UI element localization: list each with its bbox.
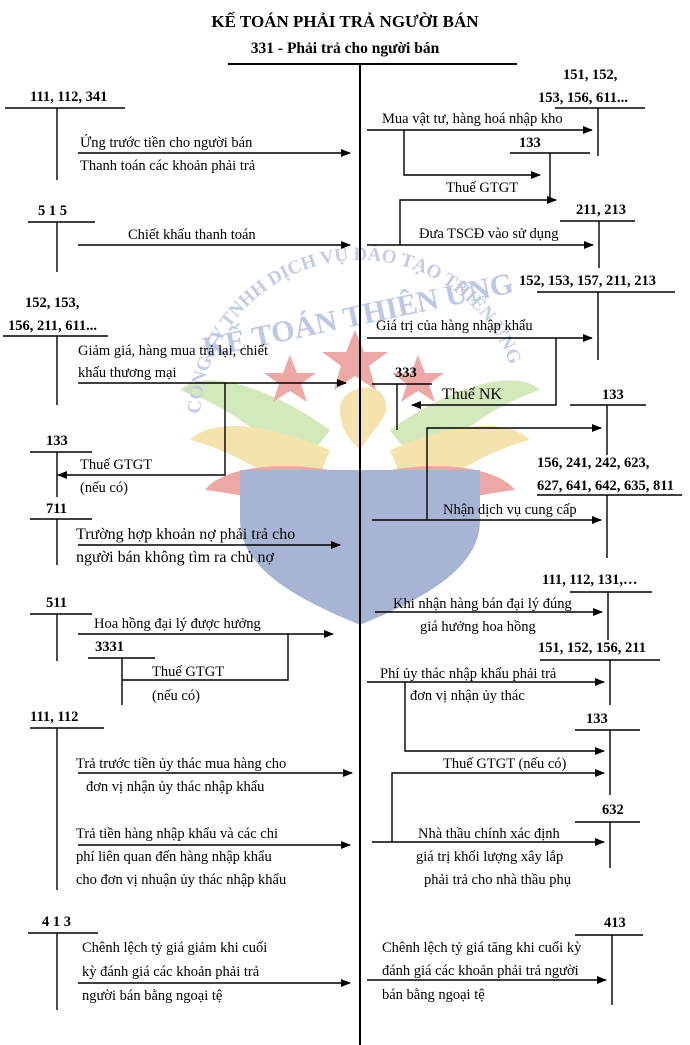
- entry-label: kỳ đánh giá các khoản phải trả: [82, 964, 260, 980]
- entry-label: khấu thương mại: [78, 365, 177, 381]
- entry-label: Mua vật tư, hàng hoá nhập kho: [382, 111, 563, 127]
- left-arrows: [57, 149, 353, 987]
- account-label: 211, 213: [576, 202, 626, 218]
- page-subtitle: 331 - Phải trả cho người bán: [250, 40, 440, 57]
- entry-label: giá trị khối lượng xây lắp: [416, 849, 564, 865]
- entry-label: Thuế GTGT: [152, 664, 225, 680]
- account-label: 511: [46, 595, 67, 611]
- account-label: 133: [586, 711, 608, 727]
- right-arrows: [367, 126, 607, 984]
- account-label: 3331: [95, 639, 124, 655]
- page-title: KẾ TOÁN PHẢI TRẢ NGƯỜI BÁN: [211, 12, 479, 31]
- account-label: 333: [395, 365, 417, 381]
- entry-label: Trả tiền hàng nhập khẩu và các chi: [76, 826, 278, 842]
- entry-label: phải trả cho nhà thầu phụ: [424, 872, 571, 888]
- entry-label: Giảm giá, hàng mua trả lại, chiết: [78, 343, 269, 359]
- account-label: 413: [604, 915, 626, 931]
- entry-label: giá hưởng hoa hồng: [420, 619, 536, 635]
- entry-label: Ứng trước tiền cho người bán: [80, 135, 253, 151]
- account-label: 627, 641, 642, 635, 811: [537, 478, 674, 494]
- account-label: 156, 241, 242, 623,: [537, 455, 650, 471]
- account-label: 152, 153, 157, 211, 213: [519, 273, 656, 289]
- entry-label: Khi nhận hàng bán đại lý đúng: [393, 596, 572, 612]
- entry-label: Giá trị của hàng nhập khẩu: [376, 318, 533, 334]
- entry-label: Hoa hồng đại lý được hưởng: [94, 616, 261, 632]
- entry-label: Trường hợp khoản nợ phải trả cho: [76, 526, 296, 543]
- entry-label: Nhà thầu chính xác định: [418, 826, 560, 842]
- account-label: 133: [602, 387, 624, 403]
- account-label: 156, 211, 611...: [8, 318, 98, 334]
- account-label: 151, 152, 156, 211: [538, 640, 646, 656]
- star-icon: [392, 355, 444, 402]
- entry-label: Thuế GTGT: [446, 180, 519, 196]
- entry-label: Thuế NK: [442, 386, 502, 403]
- entry-label: Nhận dịch vụ cung cấp: [443, 502, 577, 518]
- account-label: 632: [602, 802, 624, 818]
- entry-label: Đưa TSCĐ vào sử dụng: [419, 226, 559, 242]
- account-label: 151, 152,: [563, 67, 618, 83]
- account-label: 133: [519, 135, 541, 151]
- account-label: 111, 112, 131,…: [542, 572, 638, 588]
- account-label: 153, 156, 611...: [538, 90, 628, 106]
- account-label: 711: [46, 501, 67, 517]
- entry-label: Chiết khấu thanh toán: [128, 227, 256, 243]
- star-icon: [264, 355, 316, 402]
- entry-label: người bán không tìm ra chủ nợ: [76, 549, 275, 566]
- entry-label: người bán bằng ngoại tệ: [82, 988, 223, 1004]
- account-label: 152, 153,: [25, 295, 80, 311]
- entry-label: đơn vị nhận ủy thác nhập khẩu: [86, 779, 265, 795]
- account-label: 4 1 3: [42, 914, 71, 930]
- wing-left-icon: [180, 380, 330, 520]
- entry-label: đơn vị nhận ủy thác: [410, 688, 525, 704]
- account-label: 111, 112, 341: [30, 89, 108, 105]
- right-t-accounts: [372, 107, 682, 1005]
- entry-label: Trả trước tiền ủy thác mua hàng cho: [76, 756, 287, 772]
- entry-label: (nếu có): [80, 480, 128, 496]
- eagle-icon: [340, 387, 387, 450]
- entry-label: Thuế GTGT (nếu có): [443, 756, 567, 772]
- entry-label: phí liên quan đến hàng nhập khẩu: [76, 849, 272, 865]
- star-icon: [322, 330, 388, 390]
- entry-label: bán bằng ngoại tệ: [382, 987, 485, 1003]
- entry-label: (nếu có): [152, 688, 200, 704]
- entry-label: cho đơn vị nhuận ủy thác nhập khẩu: [76, 872, 287, 888]
- account-label: 133: [46, 433, 68, 449]
- entry-label: đánh giá các khoản phải trả người: [382, 963, 579, 979]
- entry-label: Chênh lệch tỷ giá giảm khi cuối: [82, 940, 268, 956]
- entry-label: Thuế GTGT: [80, 457, 153, 473]
- entry-label: Chênh lệch tỷ giá tăng khi cuối kỳ: [382, 940, 582, 956]
- entry-label: Thanh toán các khoản phải trả: [80, 158, 256, 174]
- account-label: 111, 112: [30, 709, 79, 725]
- account-label: 5 1 5: [38, 203, 67, 219]
- entry-label: Phí ủy thác nhập khẩu phải trả: [380, 666, 557, 682]
